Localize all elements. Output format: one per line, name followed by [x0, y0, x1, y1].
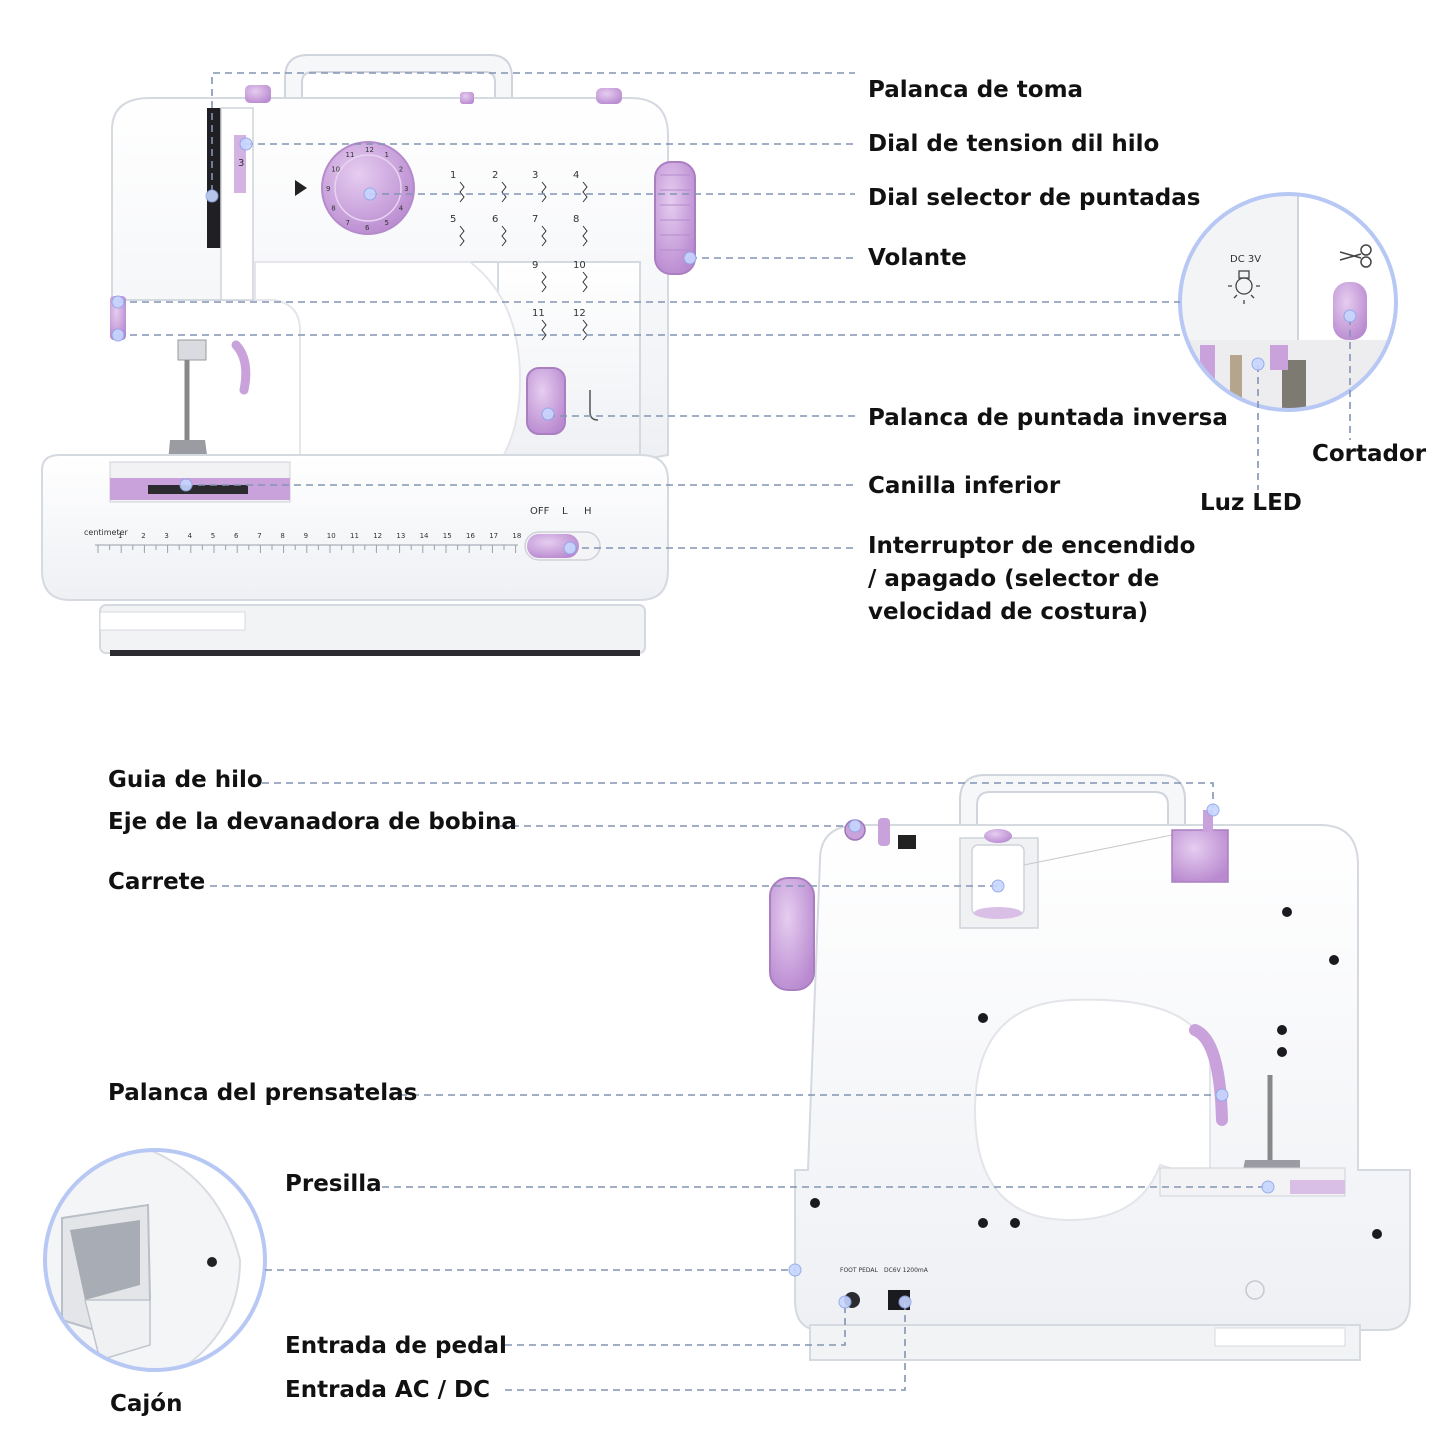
ruler-number: 18 [512, 532, 521, 540]
scissors-icon [1339, 244, 1372, 268]
led-bulb-icon [1228, 270, 1260, 304]
stitch-number: 11 [532, 308, 545, 319]
back-sewing-machine: FOOT PEDAL DC6V 1200mA [769, 774, 1411, 1361]
ruler-number: 3 [164, 532, 168, 540]
label-presser-foot-lever: Palanca del prensatelas [108, 1080, 418, 1106]
stitch-pattern-icon [582, 319, 588, 341]
dial-number: 2 [399, 166, 403, 174]
stitch-pattern-icon [541, 271, 547, 293]
ruler-number: 7 [257, 532, 261, 540]
ruler-number: 5 [211, 532, 215, 540]
leader-dots [111, 137, 1357, 1309]
ruler-caption: centimeter [84, 528, 129, 537]
ruler-number: 15 [443, 532, 452, 540]
label-lower-bobbin: Canilla inferior [868, 473, 1061, 499]
label-ac-dc-input: Entrada AC / DC [285, 1377, 491, 1403]
stitch-number: 7 [532, 214, 538, 225]
ruler-number: 10 [327, 532, 336, 540]
stitch-number: 9 [532, 260, 538, 271]
ruler-number: 17 [489, 532, 498, 540]
stitch-pattern-icon [541, 225, 547, 247]
reverse-stitch-lever [526, 367, 566, 435]
ruler-number: 14 [420, 532, 429, 540]
stitch-number: 3 [532, 170, 538, 181]
stitch-number: 1 [450, 170, 456, 181]
label-cutter: Cortador [1312, 441, 1427, 467]
label-reverse-stitch-lever: Palanca de puntada inversa [868, 405, 1228, 431]
ruler-number: 11 [350, 532, 359, 540]
ruler-number: 1 [118, 532, 122, 540]
dial-number: 8 [331, 205, 335, 213]
take-up-lever [245, 85, 271, 103]
ruler-number: 6 [234, 532, 239, 540]
label-tension-dial: Dial de tension dil hilo [868, 131, 1160, 157]
thread-channel [207, 108, 221, 248]
thread-guide [1171, 829, 1229, 883]
stitch-number: 12 [573, 308, 586, 319]
dial-number: 7 [346, 219, 350, 227]
stitch-number: 4 [573, 170, 579, 181]
label-led-light: Luz LED [1200, 490, 1302, 516]
ruler-number: 2 [141, 532, 145, 540]
foot-pedal-port-text: FOOT PEDAL [840, 1267, 878, 1274]
dial-number: 9 [326, 185, 330, 193]
switch-l-text: L [562, 506, 568, 517]
label-thread-guide: Guia de hilo [108, 767, 263, 793]
dial-number: 11 [346, 151, 355, 159]
label-bobbin-winder-shaft: Eje de la devanadora de bobina [108, 809, 517, 835]
led-cutter-inset: DC 3V [1178, 192, 1398, 412]
switch-h-text: H [584, 506, 592, 517]
ruler-number: 12 [373, 532, 382, 540]
stitch-pattern-icon [501, 225, 507, 247]
dial-number: 4 [399, 205, 404, 213]
label-power-switch: Interruptor de encendido / apagado (sele… [868, 533, 1196, 625]
tension-mark: 3 [238, 158, 244, 169]
label-stitch-selector-dial: Dial selector de puntadas [868, 185, 1201, 211]
ruler-number: 9 [304, 532, 308, 540]
stitch-number: 6 [492, 214, 498, 225]
dial-pointer-icon [295, 180, 307, 196]
dc-input-port-text: DC6V 1200mA [884, 1267, 929, 1274]
stitch-number: 2 [492, 170, 498, 181]
ruler-number: 4 [188, 532, 193, 540]
presser-foot-lever [1189, 1024, 1228, 1126]
label-pedal-input: Entrada de pedal [285, 1333, 507, 1359]
stitch-pattern-icon [541, 181, 547, 203]
back-handwheel [769, 877, 815, 991]
ruler-number: 8 [280, 532, 284, 540]
stitch-pattern-icon [459, 181, 465, 203]
stitch-number: 8 [573, 214, 579, 225]
switch-off-text: OFF [530, 506, 550, 517]
leader-lines [118, 72, 1351, 1391]
label-take-up-lever: Palanca de toma [868, 77, 1084, 103]
stitch-number: 5 [450, 214, 456, 225]
dial-number: 3 [404, 185, 408, 193]
stitch-pattern-icon [582, 271, 588, 293]
dial-number: 1 [385, 151, 389, 159]
label-drawer: Cajón [110, 1391, 183, 1417]
ruler-number: 16 [466, 532, 475, 540]
dial-number: 5 [385, 219, 389, 227]
dial-number: 10 [331, 166, 340, 174]
label-handwheel: Volante [868, 245, 967, 271]
stitch-pattern-icon [582, 181, 588, 203]
stitch-number: 10 [573, 260, 586, 271]
label-spool: Carrete [108, 869, 206, 895]
ruler-number: 13 [396, 532, 405, 540]
stitch-pattern-icon [582, 225, 588, 247]
dial-number: 12 [365, 146, 374, 154]
dc-voltage-text: DC 3V [1230, 254, 1261, 265]
dial-number: 6 [365, 224, 370, 232]
label-clip: Presilla [285, 1171, 382, 1197]
front-arm-opening [254, 261, 522, 501]
drawer-inset [43, 1148, 267, 1372]
stitch-pattern-icon [459, 225, 465, 247]
stitch-pattern-icon [541, 319, 547, 341]
stitch-pattern-icon [501, 181, 507, 203]
